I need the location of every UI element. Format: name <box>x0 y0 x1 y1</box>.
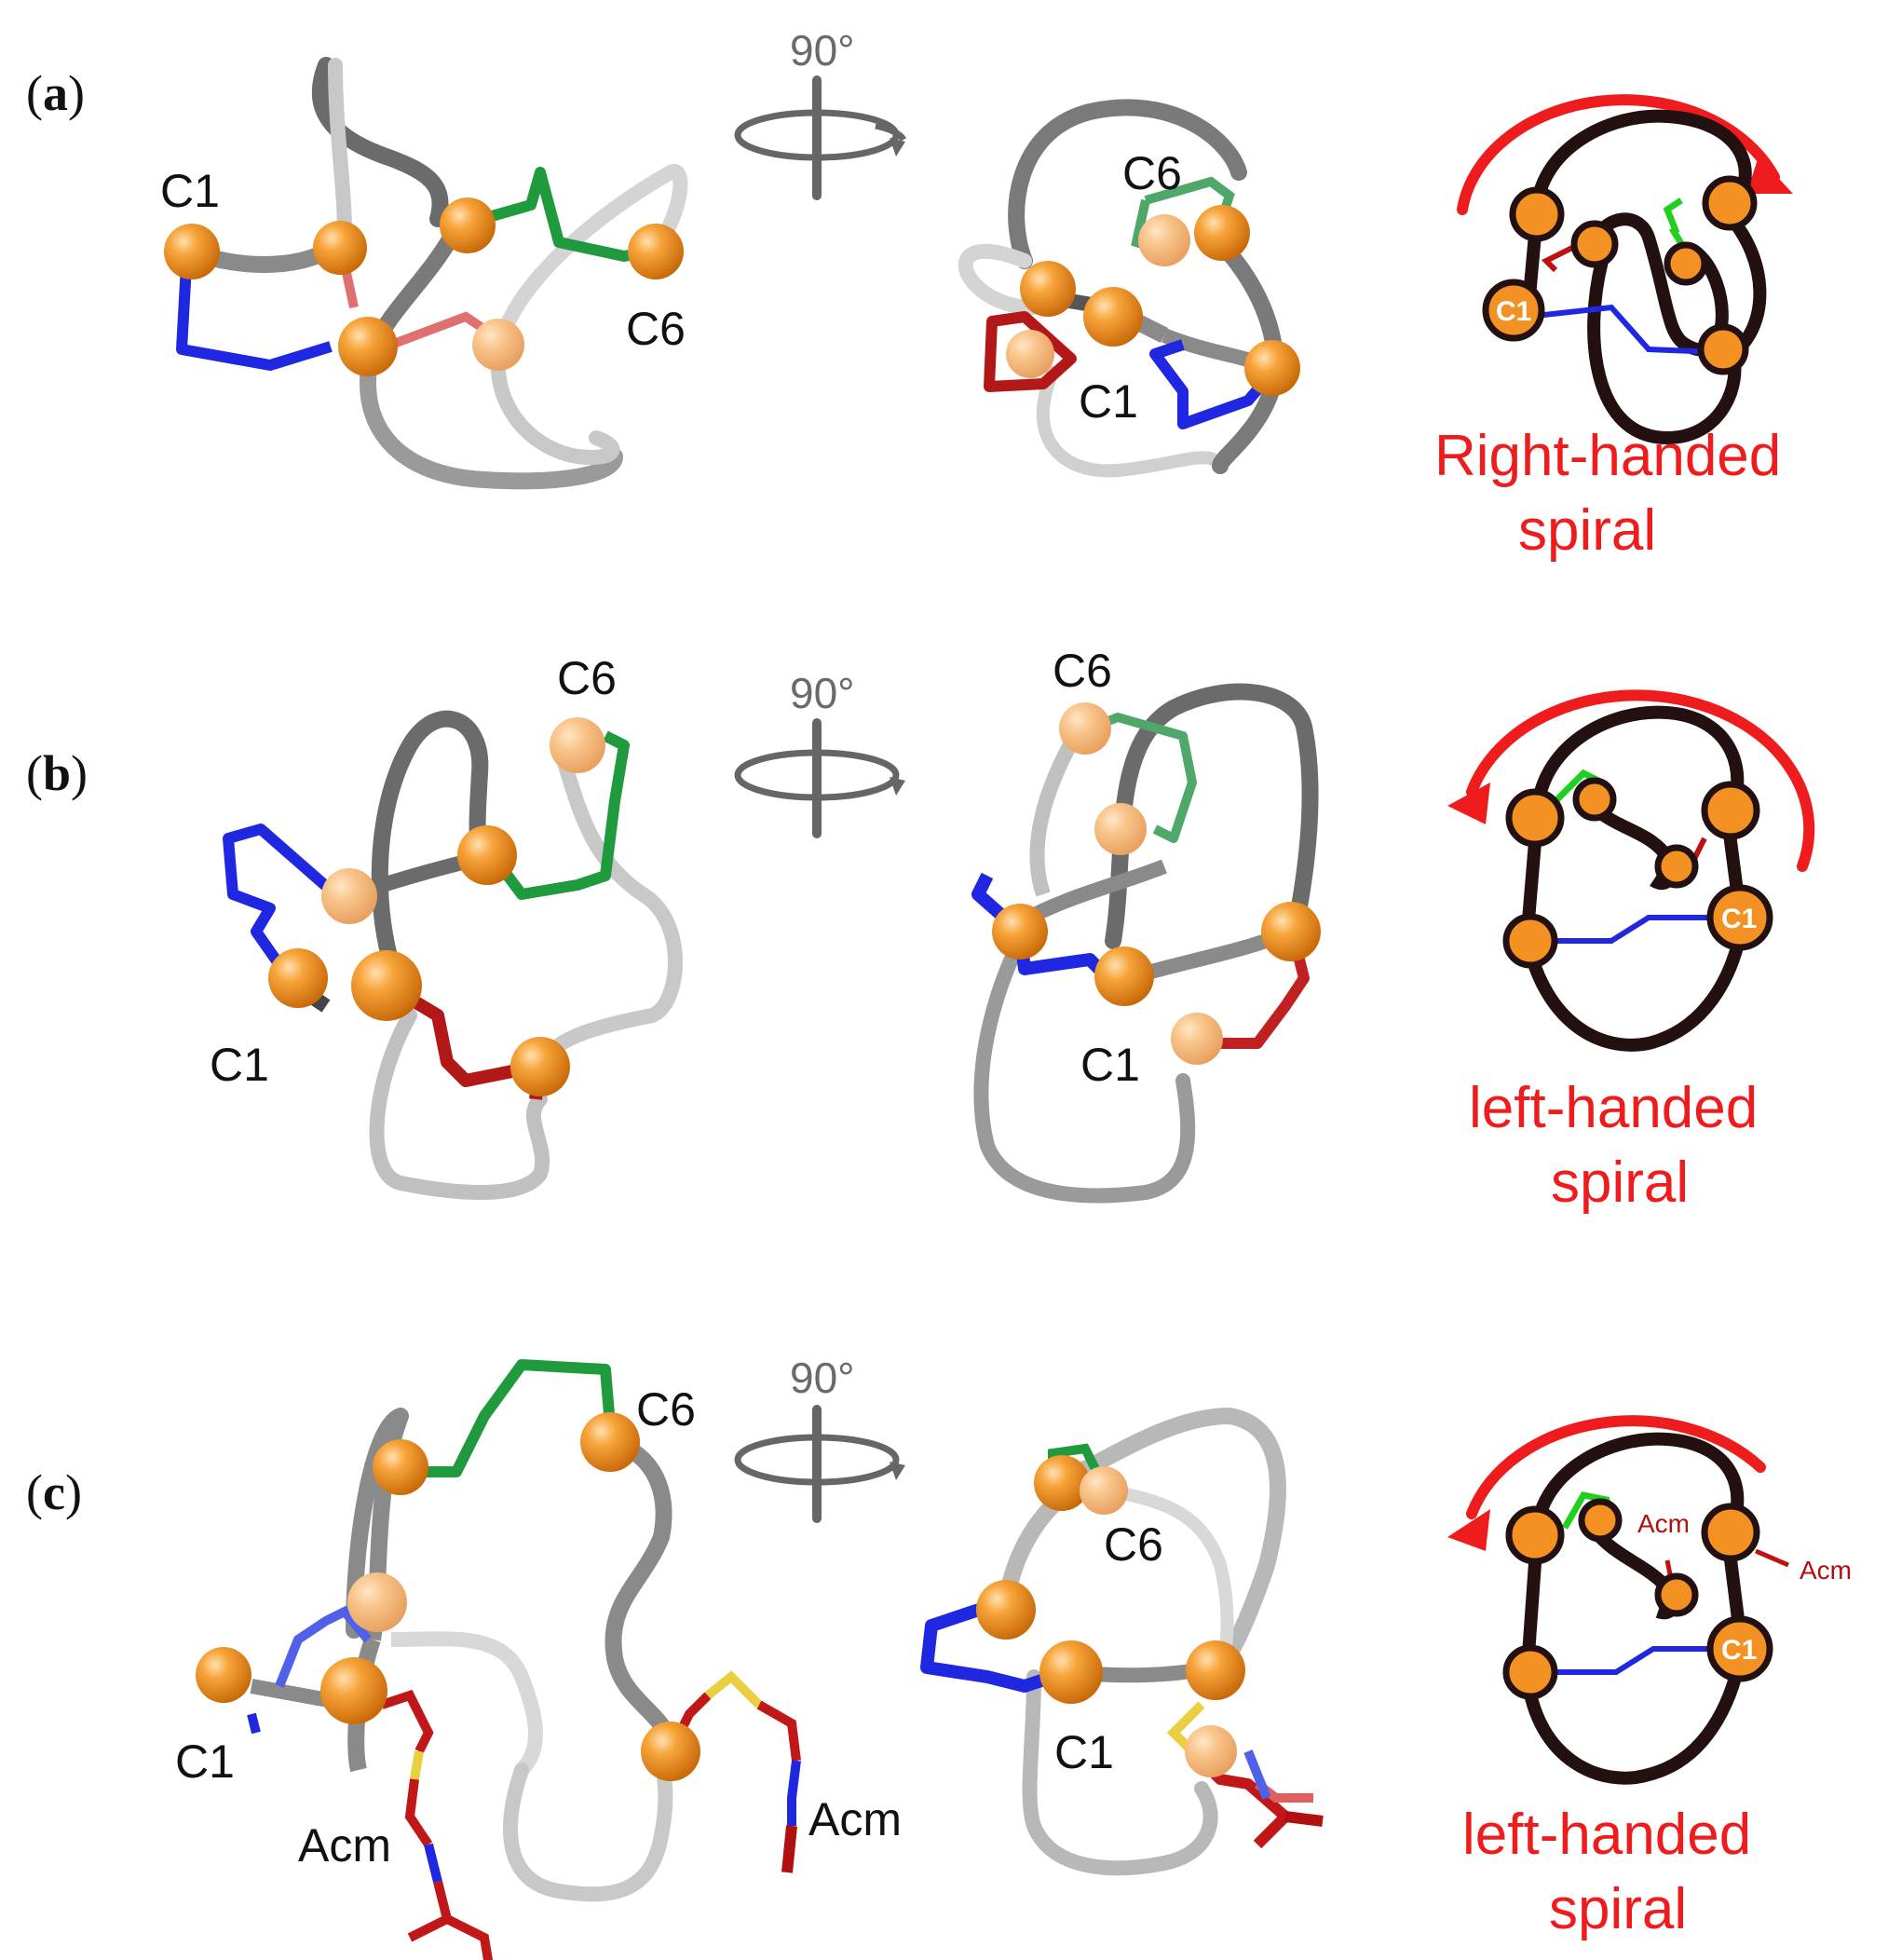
panel-c-c6-label-right: C6 <box>1104 1518 1163 1571</box>
panel-a-structure-rotated <box>958 99 1300 478</box>
panel-a-label: (a) <box>26 65 85 121</box>
panel-a-c6-label-left: C6 <box>626 303 686 355</box>
panel-c-schematic: C1 Acm Acm <box>1447 1415 1852 1785</box>
panel-c-schematic-acm-2: Acm <box>1800 1556 1852 1585</box>
panel-c-rotation-label: 90° <box>790 1354 855 1402</box>
panel-a-structure-front <box>164 57 688 490</box>
panel-c-spiral-line2: spiral <box>1549 1877 1687 1941</box>
panel-a-c6-label-right: C6 <box>1122 147 1182 199</box>
panel-c-arrowhead-icon <box>1447 1509 1490 1551</box>
panel-a-arrowhead-icon <box>1746 157 1793 194</box>
panel-c-label: (c) <box>26 1464 82 1520</box>
panel-c-structure-rotated <box>920 1407 1324 1876</box>
panel-c-c1-label-left: C1 <box>175 1735 235 1788</box>
panel-b-structure-rotated <box>971 683 1321 1204</box>
panel-a-rotation-icon: 90° <box>734 26 907 200</box>
panel-c-spiral-line1: left-handed <box>1462 1803 1751 1867</box>
panel-a: (a) C1 C6 90° <box>26 26 1793 563</box>
panel-c-acm-label-1: Acm <box>298 1819 391 1872</box>
panel-b-schematic-c1: C1 <box>1721 904 1757 934</box>
panel-c-c1-label-right: C1 <box>1054 1726 1114 1778</box>
panel-b: (b) C6 C1 90° <box>26 645 1815 1215</box>
panel-a-schematic: C1 <box>1457 94 1793 445</box>
panel-b-spiral-line1: left-handed <box>1469 1076 1758 1140</box>
panel-c-rotation-icon: 90° <box>734 1354 905 1523</box>
panel-a-c1-label-right: C1 <box>1079 375 1138 428</box>
panel-b-spiral-line2: spiral <box>1551 1150 1689 1215</box>
panel-b-arrowhead-icon <box>1447 783 1490 824</box>
panel-b-c6-label-right: C6 <box>1053 645 1112 697</box>
panel-c-schematic-acm-1: Acm <box>1637 1509 1690 1538</box>
panel-a-spiral-line2: spiral <box>1518 498 1656 563</box>
panel-b-rotation-label: 90° <box>790 669 855 717</box>
panel-c-structure-front <box>196 1359 801 1960</box>
panel-b-c6-label-left: C6 <box>557 652 617 704</box>
panel-c: (c) <box>26 1354 1852 1960</box>
panel-a-rotation-label: 90° <box>790 26 855 75</box>
panel-b-c1-label-right: C1 <box>1080 1039 1140 1091</box>
panel-c-c6-label-left: C6 <box>636 1383 696 1436</box>
panel-b-label: (b) <box>26 745 88 801</box>
panel-b-rotation-icon: 90° <box>734 669 905 838</box>
panel-a-schematic-c1: C1 <box>1496 296 1531 327</box>
panel-b-structure-front <box>223 710 683 1200</box>
panel-c-acm-label-2: Acm <box>808 1793 902 1845</box>
panel-a-spiral-line1: Right-handed <box>1434 424 1781 488</box>
panel-a-c1-label-left: C1 <box>160 165 220 217</box>
panel-b-c1-label-left: C1 <box>210 1039 269 1091</box>
panel-b-schematic: C1 <box>1447 689 1815 1052</box>
panel-c-schematic-c1: C1 <box>1721 1635 1757 1666</box>
